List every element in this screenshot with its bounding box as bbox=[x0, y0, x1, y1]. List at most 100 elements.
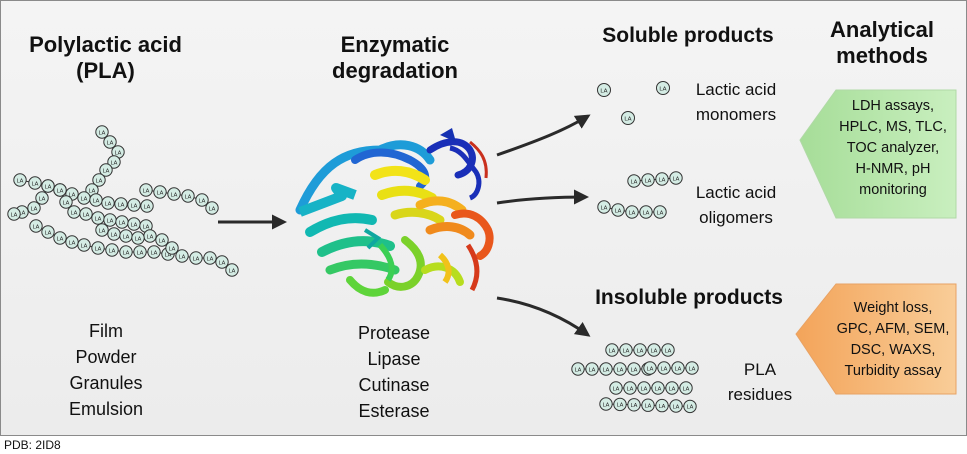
la-bead: LA bbox=[571, 362, 585, 376]
enzymatic-title: Enzymatic degradation bbox=[320, 32, 470, 84]
la-bead: LA bbox=[119, 245, 133, 259]
svg-text:LA: LA bbox=[63, 200, 70, 206]
la-bead: LA bbox=[599, 362, 613, 376]
svg-text:LA: LA bbox=[623, 348, 630, 354]
svg-text:LA: LA bbox=[589, 367, 596, 373]
svg-text:LA: LA bbox=[657, 210, 664, 216]
la-bead: LA bbox=[679, 381, 693, 395]
la-bead: LA bbox=[665, 381, 679, 395]
la-bead: LA bbox=[107, 227, 121, 241]
svg-text:LA: LA bbox=[689, 366, 696, 372]
la-bead: LA bbox=[165, 241, 179, 255]
la-bead: LA bbox=[29, 219, 43, 233]
svg-text:LA: LA bbox=[115, 150, 122, 156]
svg-text:LA: LA bbox=[687, 405, 694, 411]
la-bead: LA bbox=[127, 198, 141, 212]
la-bead: LA bbox=[619, 343, 633, 357]
source-note: PDB: 2ID8 bbox=[4, 438, 61, 452]
svg-text:LA: LA bbox=[207, 256, 214, 262]
la-bead: LA bbox=[625, 205, 639, 219]
residues-label: PLA residues bbox=[720, 357, 800, 407]
la-bead: LA bbox=[91, 211, 105, 225]
enzyme-structure-illustration bbox=[295, 128, 494, 297]
la-bead: LA bbox=[53, 231, 67, 245]
la-bead: LA bbox=[189, 251, 203, 265]
la-bead: LA bbox=[103, 213, 117, 227]
oligomers-label-line-2: oligomers bbox=[699, 208, 773, 227]
svg-text:LA: LA bbox=[169, 246, 176, 252]
svg-text:LA: LA bbox=[95, 246, 102, 252]
la-bead: LA bbox=[7, 207, 21, 221]
svg-text:LA: LA bbox=[123, 250, 130, 256]
la-bead: LA bbox=[101, 196, 115, 210]
la-bead: LA bbox=[651, 381, 665, 395]
svg-text:LA: LA bbox=[665, 348, 672, 354]
la-chain-bond bbox=[633, 177, 677, 182]
svg-text:LA: LA bbox=[81, 196, 88, 202]
svg-text:LA: LA bbox=[31, 206, 38, 212]
la-bead: LA bbox=[167, 187, 181, 201]
svg-text:LA: LA bbox=[659, 177, 666, 183]
svg-text:LA: LA bbox=[107, 218, 114, 224]
svg-text:LA: LA bbox=[32, 181, 39, 187]
la-bead: LA bbox=[41, 225, 55, 239]
la-bead: LA bbox=[627, 398, 641, 412]
la-bead: LA bbox=[115, 215, 129, 229]
svg-text:LA: LA bbox=[193, 256, 200, 262]
pla-form-item: Powder bbox=[75, 347, 137, 367]
la-bead: LA bbox=[585, 362, 599, 376]
la-bead: LA bbox=[53, 183, 67, 197]
enzyme-to-monomers-arrow bbox=[496, 114, 591, 157]
soluble-method-line: H-NMR, pH bbox=[855, 161, 931, 177]
svg-text:LA: LA bbox=[641, 386, 648, 392]
svg-text:LA: LA bbox=[109, 248, 116, 254]
la-bead: LA bbox=[655, 398, 669, 413]
la-bead: LA bbox=[599, 397, 613, 411]
svg-text:LA: LA bbox=[199, 198, 206, 204]
la-bead: LA bbox=[195, 193, 209, 207]
svg-text:LA: LA bbox=[99, 130, 106, 136]
la-bead: LA bbox=[669, 399, 683, 413]
svg-text:LA: LA bbox=[631, 403, 638, 409]
svg-text:LA: LA bbox=[131, 203, 138, 209]
la-bead: LA bbox=[641, 173, 655, 187]
la-bead: LA bbox=[215, 255, 229, 269]
svg-text:LA: LA bbox=[45, 184, 52, 190]
la-bead: LA bbox=[95, 125, 109, 139]
svg-text:LA: LA bbox=[627, 386, 634, 392]
soluble-method-line: LDH assays, bbox=[851, 98, 935, 114]
la-bead: LA bbox=[669, 171, 683, 185]
pla-form-item: Film bbox=[89, 321, 123, 341]
svg-text:LA: LA bbox=[151, 250, 158, 256]
svg-text:LA: LA bbox=[95, 216, 102, 222]
pla-form-item: Granules bbox=[69, 373, 143, 393]
svg-text:LA: LA bbox=[17, 178, 24, 184]
svg-text:LA: LA bbox=[575, 367, 582, 373]
svg-text:LA: LA bbox=[603, 402, 610, 408]
pla-title-line-1: Polylactic acid bbox=[29, 32, 182, 57]
la-bead: LA bbox=[656, 81, 670, 95]
svg-text:LA: LA bbox=[135, 236, 142, 242]
la-bead: LA bbox=[27, 201, 41, 215]
svg-text:LA: LA bbox=[111, 232, 118, 238]
la-bead: LA bbox=[205, 201, 219, 215]
la-bead: LA bbox=[657, 361, 671, 375]
svg-text:LA: LA bbox=[33, 224, 40, 230]
svg-text:LA: LA bbox=[600, 88, 607, 94]
la-bead: LA bbox=[637, 381, 651, 395]
monomers-label-line-2: monomers bbox=[695, 105, 777, 124]
residues-label-line-1: PLA bbox=[743, 360, 777, 379]
insoluble-methods-arrow bbox=[795, 283, 957, 395]
la-bead: LA bbox=[105, 243, 119, 257]
svg-text:LA: LA bbox=[157, 190, 164, 196]
enzyme-item: Protease bbox=[357, 323, 431, 343]
svg-text:LA: LA bbox=[131, 222, 138, 228]
svg-text:LA: LA bbox=[165, 252, 172, 258]
soluble-title: Soluble products bbox=[602, 24, 774, 47]
svg-text:LA: LA bbox=[11, 212, 18, 218]
insoluble-methods-text: Weight loss, GPC, AFM, SEM, DSC, WAXS, T… bbox=[830, 298, 956, 382]
la-bead: LA bbox=[655, 172, 669, 186]
svg-text:LA: LA bbox=[143, 188, 150, 194]
la-bead: LA bbox=[99, 163, 113, 177]
